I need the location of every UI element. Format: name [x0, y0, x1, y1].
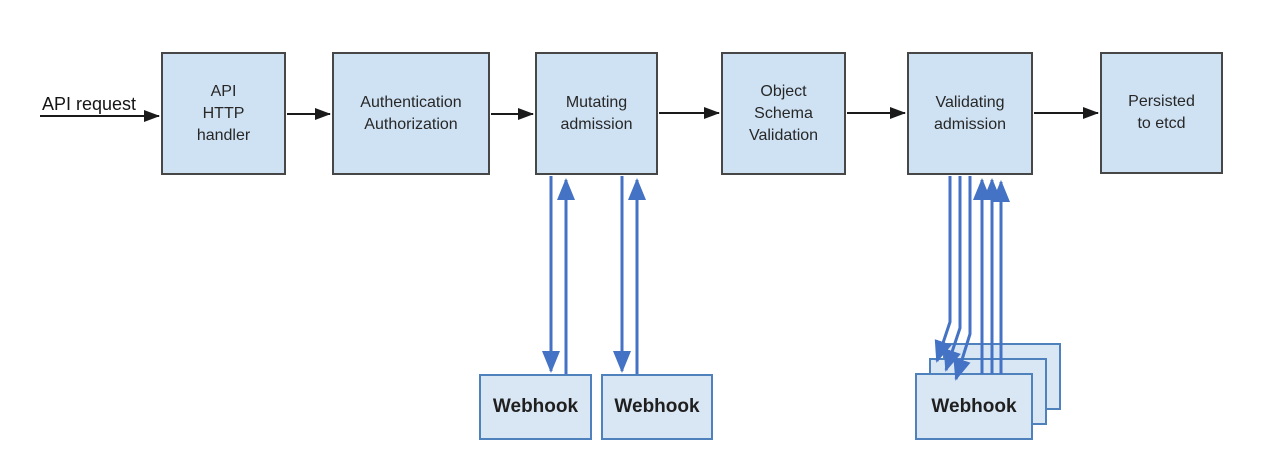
- node-validating-admission: Validating admission: [907, 52, 1033, 175]
- node-api-http-handler: API HTTP handler: [161, 52, 286, 175]
- mutating-webhook-box-2: Webhook: [601, 374, 713, 440]
- node-persisted-to-etcd: Persisted to etcd: [1100, 52, 1223, 174]
- validating-webhook-stack-front: Webhook: [915, 373, 1033, 440]
- node-authentication-authorization: Authentication Authorization: [332, 52, 490, 175]
- validating-webhook-call-arrow-2: [943, 176, 962, 372]
- mutating-webhook-box-1: Webhook: [479, 374, 592, 440]
- node-mutating-admission: Mutating admission: [535, 52, 658, 175]
- node-object-schema-validation: Object Schema Validation: [721, 52, 846, 175]
- validating-webhook-call-arrow-1: [934, 176, 952, 363]
- api-request-label: API request: [42, 94, 137, 114]
